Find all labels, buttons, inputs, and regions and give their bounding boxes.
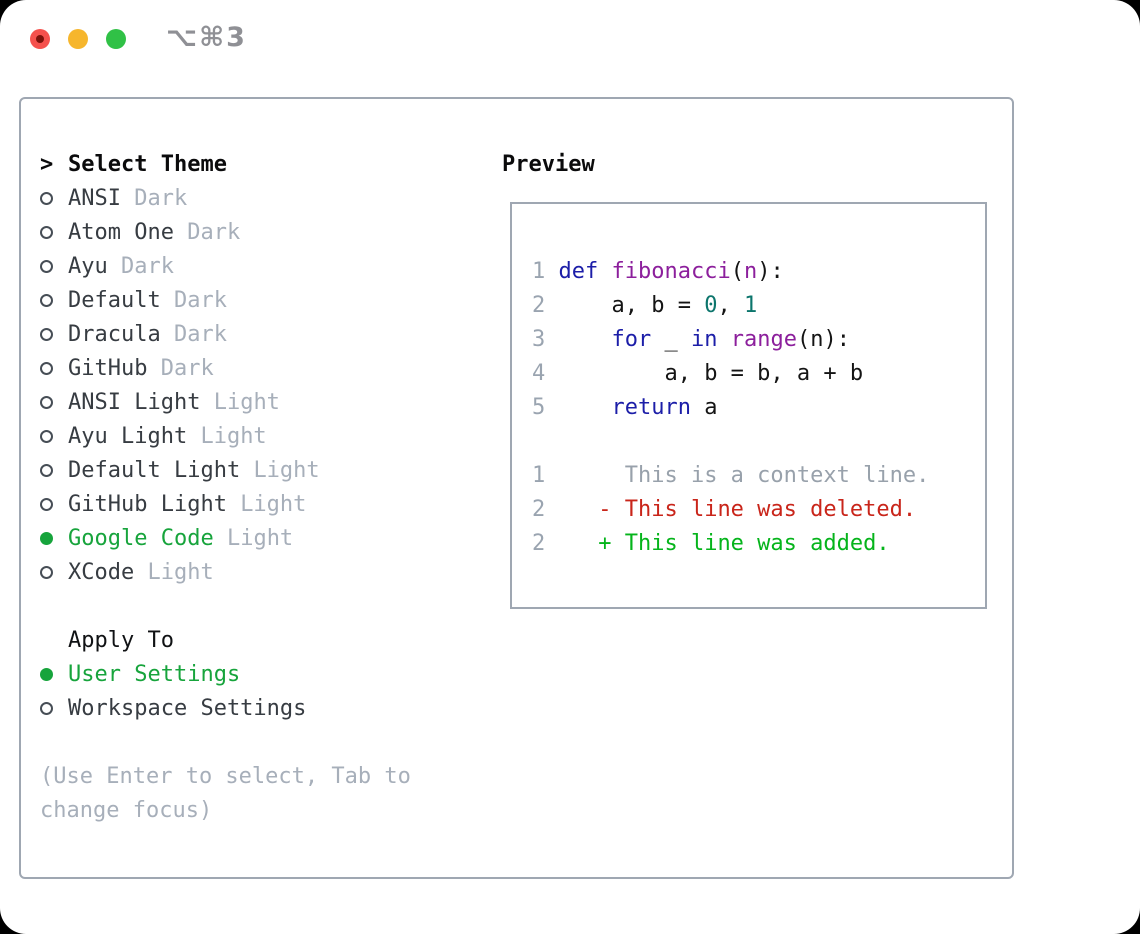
line-number: 2	[532, 292, 546, 318]
theme-item[interactable]: Atom One Dark	[40, 215, 490, 249]
theme-variant: Dark	[120, 253, 174, 279]
radio-unselected-icon	[40, 463, 68, 477]
radio-unselected-icon	[40, 293, 68, 307]
theme-name: GitHub Light	[68, 491, 241, 517]
diff-line: 2 + This line was added.	[532, 530, 890, 556]
preview-gap	[532, 424, 985, 458]
blank-row	[40, 589, 490, 623]
theme-item[interactable]: ANSI Dark	[40, 181, 490, 215]
code-line: 5 return a	[532, 394, 718, 420]
line-number: 4	[532, 360, 546, 386]
theme-name: GitHub	[68, 355, 161, 381]
radio-selected-icon	[40, 667, 68, 681]
radio-unselected-icon	[40, 225, 68, 239]
theme-item[interactable]: Ayu Dark	[40, 249, 490, 283]
selection-prompt-icon: >	[40, 151, 54, 177]
radio-unselected-icon	[40, 395, 68, 409]
line-number: 5	[532, 394, 546, 420]
theme-item[interactable]: Default Dark	[40, 283, 490, 317]
preview-box: 1 def fibonacci(n): 2 a, b = 0, 1 3 for _ …	[510, 202, 987, 609]
help-text: (Use Enter to select, Tab to change focus…	[40, 759, 490, 827]
help-text-line: (Use Enter to select, Tab to	[40, 763, 411, 789]
theme-item[interactable]: GitHub Dark	[40, 351, 490, 385]
theme-item[interactable]: Dracula Dark	[40, 317, 490, 351]
theme-name: ANSI	[68, 185, 135, 211]
theme-item[interactable]: Ayu Light Light	[40, 419, 490, 453]
code-line: 3 for _ in range(n):	[532, 326, 850, 352]
diff-preview: 1 This is a context line. 2 - This line w…	[532, 458, 985, 560]
line-number: 2	[532, 496, 546, 522]
apply-to-header: Apply To	[40, 623, 490, 657]
radio-unselected-icon	[40, 259, 68, 273]
diff-line: 2 - This line was deleted.	[532, 496, 917, 522]
theme-variant: Dark	[173, 287, 227, 313]
theme-list-header: > Select Theme	[40, 147, 490, 181]
theme-name: Ayu	[68, 253, 121, 279]
keyboard-shortcut-label: ⌥⌘3	[166, 22, 247, 53]
titlebar: ⌥⌘3	[0, 0, 1140, 97]
apply-to-item[interactable]: Workspace Settings	[40, 691, 490, 725]
radio-unselected-icon	[40, 497, 68, 511]
theme-variant: Light	[213, 389, 280, 415]
zoom-button[interactable]	[106, 29, 126, 49]
theme-item[interactable]: ANSI Light Light	[40, 385, 490, 419]
diff-line: 1 This is a context line.	[532, 462, 930, 488]
code-preview: 1 def fibonacci(n): 2 a, b = 0, 1 3 for _ …	[532, 254, 985, 424]
apply-to-label: Workspace Settings	[68, 695, 307, 721]
theme-name: Google Code	[68, 525, 227, 551]
theme-variant: Light	[200, 423, 267, 449]
theme-item[interactable]: XCode Light	[40, 555, 490, 589]
close-button[interactable]	[30, 29, 50, 49]
apply-to-label: User Settings	[68, 661, 241, 687]
theme-item[interactable]: Default Light Light	[40, 453, 490, 487]
help-text-line: change focus)	[40, 797, 213, 823]
theme-variant: Dark	[134, 185, 188, 211]
preview-title: Preview	[502, 151, 595, 177]
radio-unselected-icon	[40, 429, 68, 443]
theme-variant: Light	[147, 559, 214, 585]
theme-list-title: Select Theme	[68, 151, 227, 177]
radio-unselected-icon	[40, 361, 68, 375]
line-number: 1	[532, 258, 546, 284]
theme-item[interactable]: GitHub Light Light	[40, 487, 490, 521]
theme-item[interactable]: Google Code Light	[40, 521, 490, 555]
theme-variant: Light	[240, 491, 307, 517]
code-line: 1 def fibonacci(n):	[532, 258, 784, 284]
line-number: 2	[532, 530, 546, 556]
theme-variant: Dark	[173, 321, 227, 347]
theme-variant: Dark	[160, 355, 214, 381]
theme-variant: Dark	[187, 219, 241, 245]
theme-name: Default Light	[68, 457, 254, 483]
code-line: 4 a, b = b, a + b	[532, 360, 864, 386]
radio-unselected-icon	[40, 191, 68, 205]
radio-selected-icon	[40, 531, 68, 545]
line-number: 1	[532, 462, 546, 488]
radio-unselected-icon	[40, 701, 68, 715]
blank-row	[40, 725, 490, 759]
theme-name: Default	[68, 287, 174, 313]
minimize-button[interactable]	[68, 29, 88, 49]
theme-name: Ayu Light	[68, 423, 201, 449]
apply-to-item[interactable]: User Settings	[40, 657, 490, 691]
theme-name: Dracula	[68, 321, 174, 347]
theme-variant: Light	[226, 525, 294, 551]
theme-name: XCode	[68, 559, 148, 585]
line-number: 3	[532, 326, 546, 352]
theme-name: Atom One	[68, 219, 188, 245]
apply-to-title: Apply To	[68, 627, 174, 653]
code-line: 2 a, b = 0, 1	[532, 292, 758, 318]
theme-name: ANSI Light	[68, 389, 214, 415]
theme-variant: Light	[253, 457, 320, 483]
radio-unselected-icon	[40, 327, 68, 341]
radio-unselected-icon	[40, 565, 68, 579]
